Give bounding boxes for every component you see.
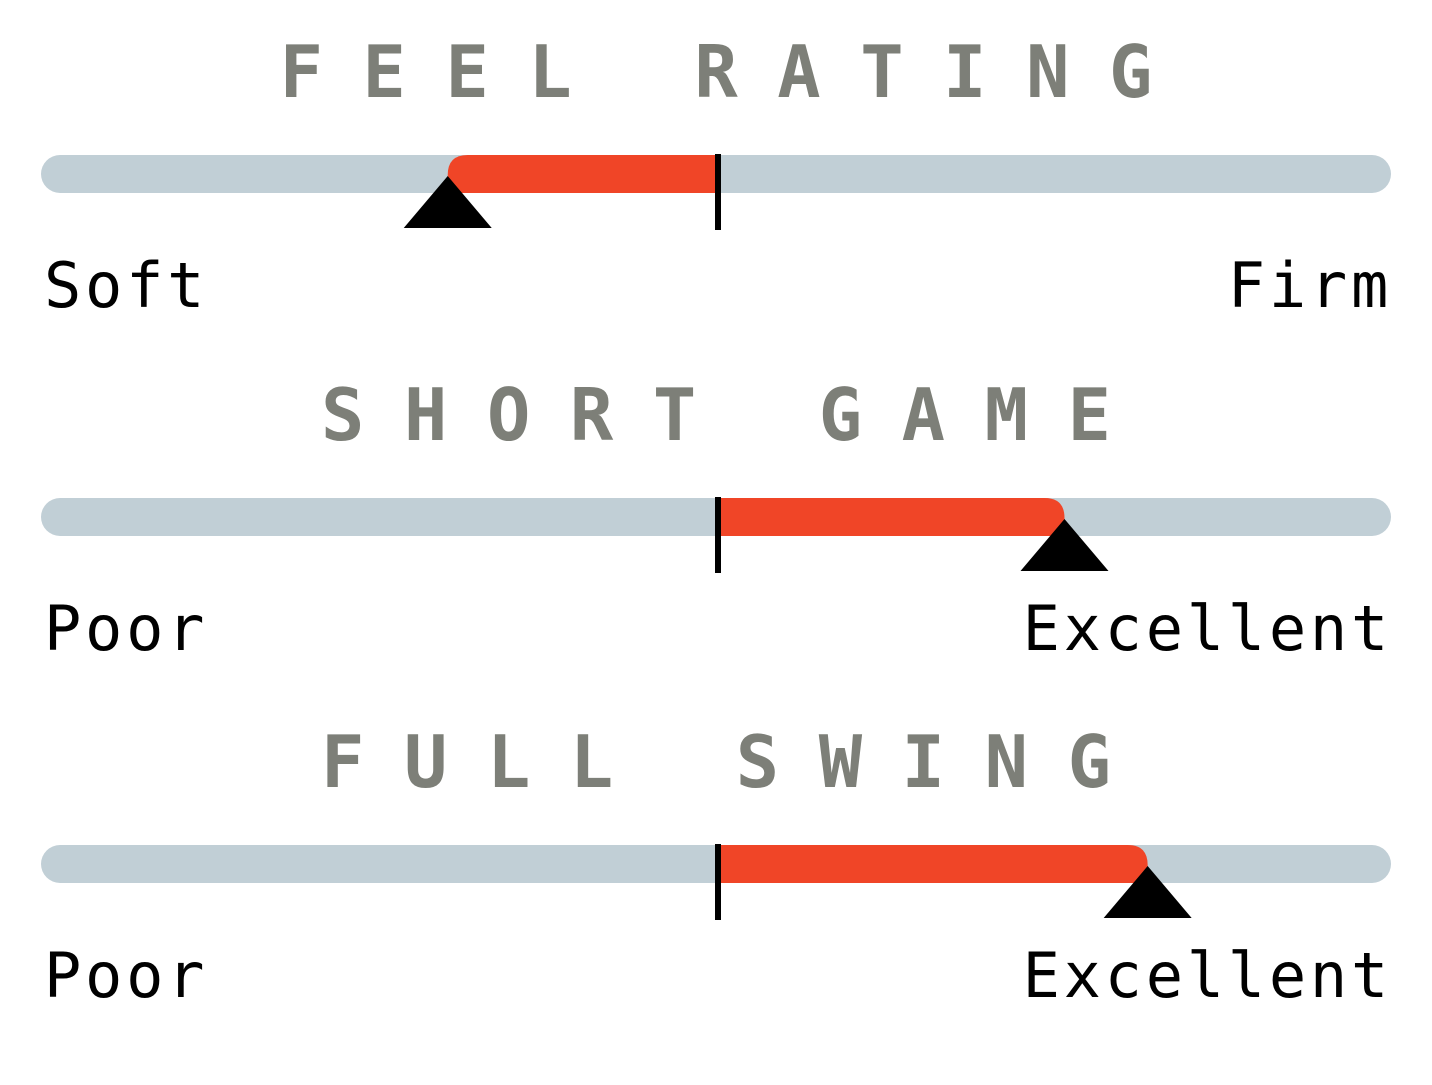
- short-game-left-label: Poor: [44, 592, 209, 665]
- feel-rating-scale: [41, 154, 1391, 230]
- feel-rating-value-marker: [403, 176, 492, 228]
- full-swing-block: FULL SWING Poor Excellent: [0, 700, 1432, 1040]
- feel-rating-right-label: Firm: [1227, 249, 1392, 322]
- feel-rating-block: FEEL RATING Soft Firm: [0, 10, 1432, 350]
- short-game-scale: [41, 497, 1391, 573]
- feel-rating-title: FEEL RATING: [279, 30, 1193, 114]
- short-game-title: SHORT GAME: [321, 373, 1151, 457]
- short-game-right-label: Excellent: [1022, 592, 1392, 665]
- full-swing-left-label: Poor: [44, 939, 209, 1012]
- feel-rating-left-label: Soft: [44, 249, 209, 322]
- full-swing-right-label: Excellent: [1022, 939, 1392, 1012]
- full-swing-value-fill: [718, 845, 1148, 883]
- full-swing-scale: [41, 844, 1391, 920]
- short-game-block: SHORT GAME Poor Excellent: [0, 353, 1432, 693]
- feel-rating-value-fill: [447, 155, 718, 193]
- full-swing-value-marker: [1103, 866, 1192, 918]
- short-game-value-fill: [718, 498, 1065, 536]
- full-swing-title: FULL SWING: [321, 720, 1151, 804]
- short-game-value-marker: [1020, 519, 1109, 571]
